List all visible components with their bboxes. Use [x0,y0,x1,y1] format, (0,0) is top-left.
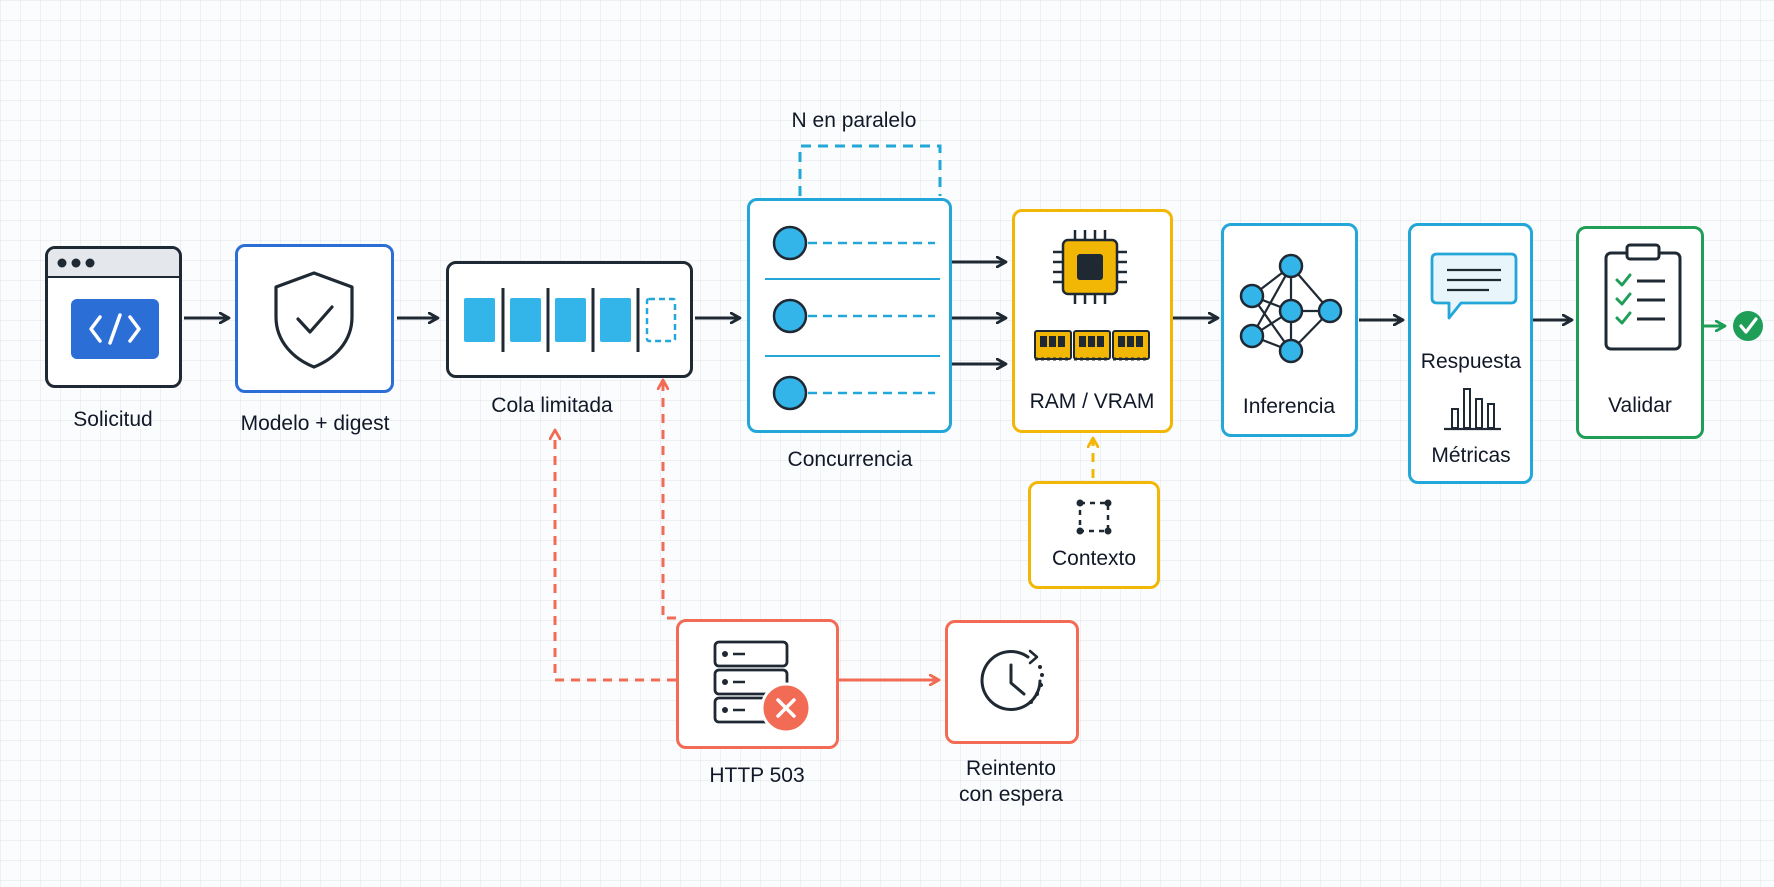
neural-network-icon [1239,253,1343,364]
metrics-label: Métricas [1431,444,1511,467]
validate-node: Validar [1576,226,1704,439]
arrow-503-to-queue-dashed-2 [663,380,676,620]
bounded-queue-label: Cola limitada [491,394,613,417]
checklist-clipboard-icon [1604,243,1682,351]
memory-node: RAM / VRAM [1012,209,1173,433]
shield-check-icon [274,271,354,369]
context-label: Contexto [1051,547,1137,570]
context-frame-icon [1076,499,1112,535]
clock-wait-icon [980,649,1044,711]
code-window-icon [48,249,179,359]
parallel-bracket [798,144,942,196]
request-label: Solicitud [73,408,153,431]
context-node: Contexto [1028,481,1160,589]
response-metrics-node: Respuesta Métricas [1408,223,1533,484]
speech-bubble-icon [1430,252,1518,320]
bounded-queue-node [446,261,693,378]
validate-label: Validar [1608,394,1672,417]
retry-wait-label-line2: con espera [959,783,1063,806]
bar-chart-icon [1444,388,1501,431]
response-label: Respuesta [1420,350,1522,373]
parallel-annotation: N en paralelo [791,109,917,132]
http-503-label: HTTP 503 [709,764,805,787]
server-error-icon [713,640,812,734]
request-node [45,246,182,388]
parallel-workers-icon [765,225,940,411]
retry-wait-node [945,620,1079,744]
model-digest-node [235,244,394,393]
concurrency-label: Concurrencia [787,448,913,471]
arrow-503-to-queue-dashed-1 [555,430,676,682]
inference-node: Inferencia [1221,223,1358,437]
model-digest-label: Modelo + digest [240,412,390,435]
queue-slots-icon [464,288,677,352]
inference-label: Inferencia [1242,395,1336,418]
chip-memory-icon [1034,230,1150,361]
http-503-node [676,619,839,749]
retry-wait-label-line1: Reintento [966,757,1056,780]
concurrency-node [747,198,952,433]
done-check-icon [1733,311,1763,341]
memory-label: RAM / VRAM [1029,390,1155,413]
